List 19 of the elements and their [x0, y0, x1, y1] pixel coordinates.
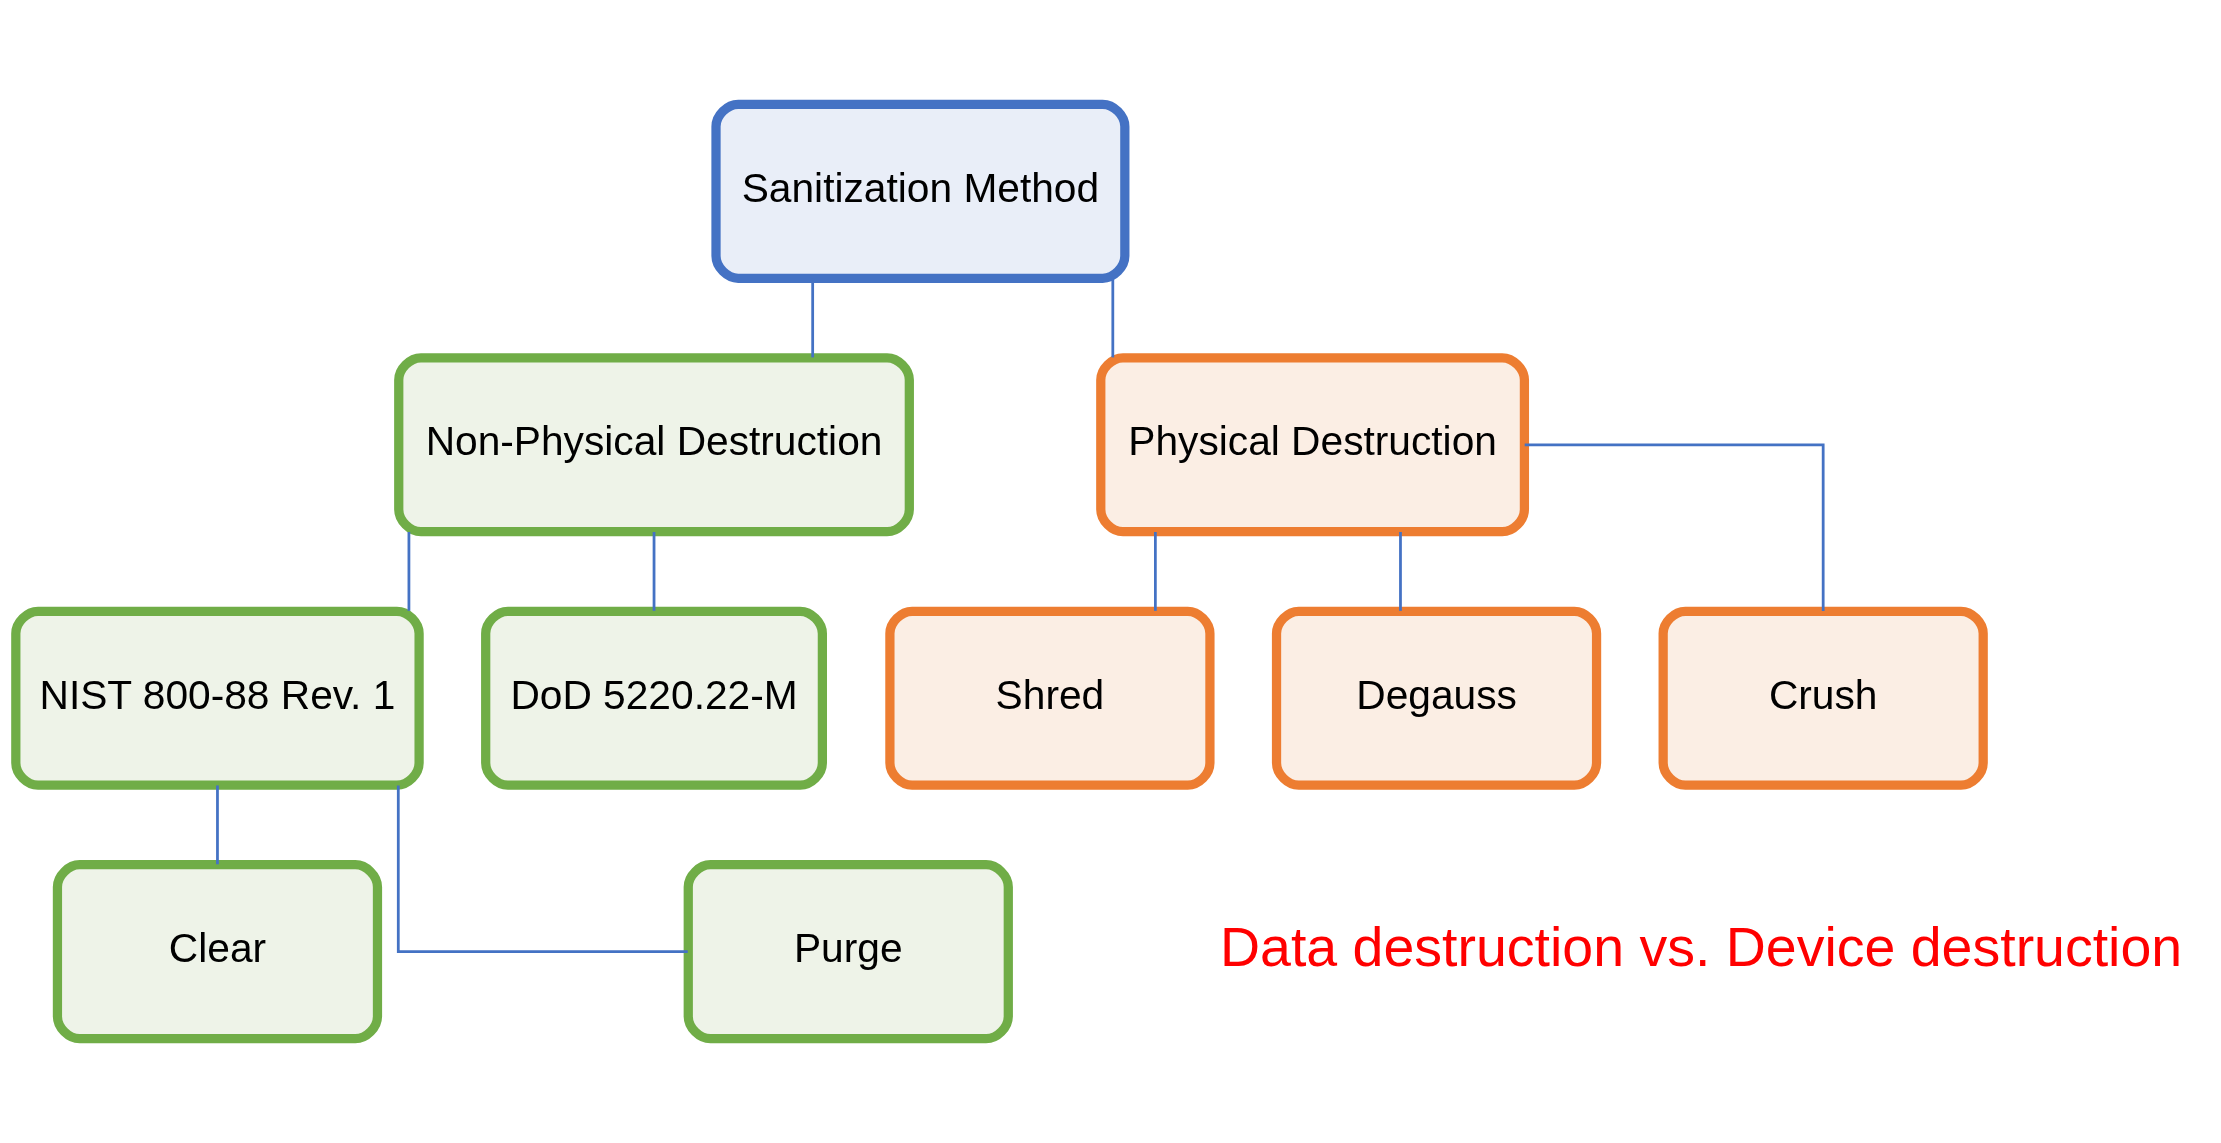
label: Data destruction vs. Device destruction	[1220, 915, 2183, 978]
node-box: Non-Physical Destruction	[394, 353, 914, 537]
node-box: Shred	[885, 606, 1215, 790]
connector	[1399, 532, 1402, 611]
node-box: Degauss	[1271, 606, 1602, 790]
connector	[407, 532, 411, 611]
connector	[216, 785, 219, 865]
node-box: Purge	[683, 860, 1013, 1044]
node-box: Sanitization Method	[711, 99, 1130, 283]
connector	[1524, 443, 1825, 611]
connector	[396, 785, 688, 954]
node-box: Physical Destruction	[1096, 353, 1530, 537]
connector	[1111, 278, 1115, 358]
connector	[1153, 532, 1157, 611]
node-box: NIST 800-88 Rev. 1	[11, 606, 424, 790]
node-box: DoD 5220.22-M	[481, 606, 827, 790]
connector	[652, 532, 656, 611]
node-box: Clear	[52, 860, 383, 1044]
node-box: Crush	[1658, 606, 1988, 790]
